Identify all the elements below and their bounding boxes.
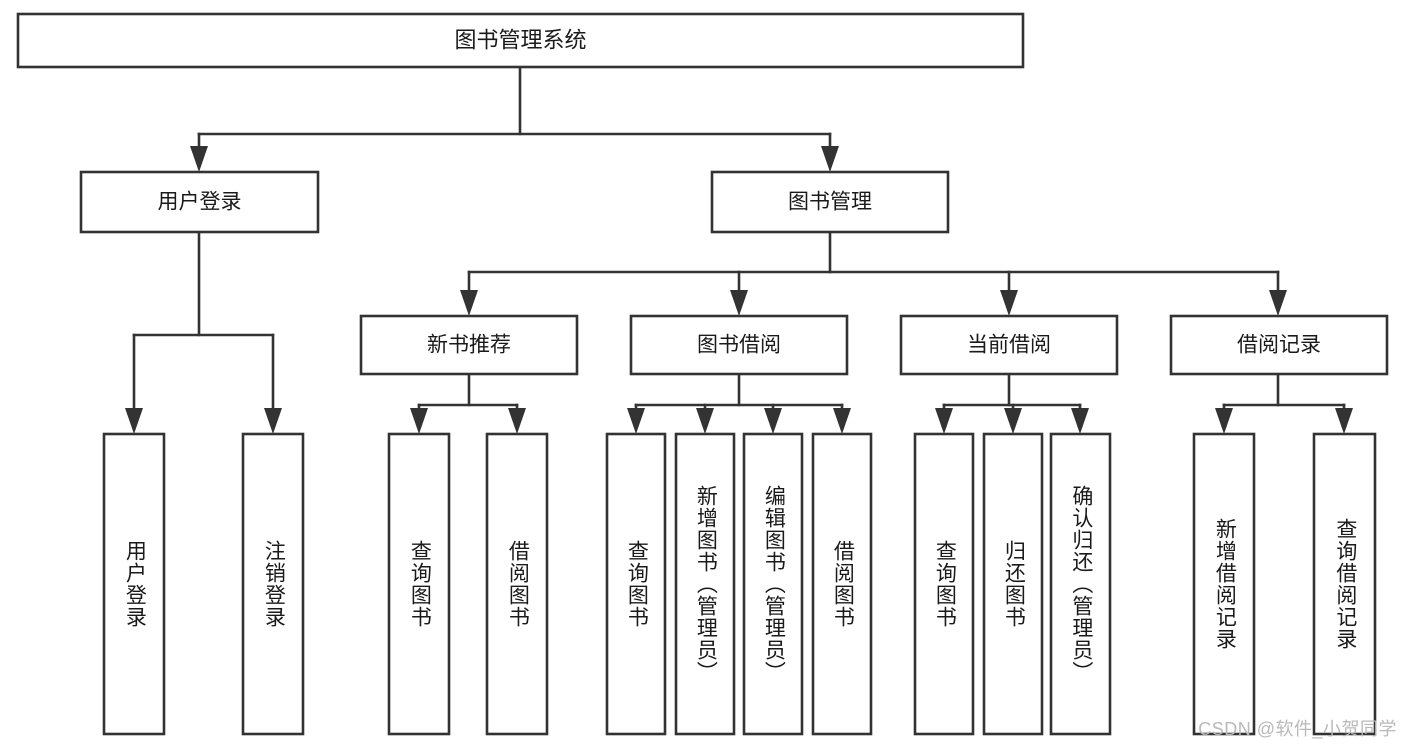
group-4-branch-2-arrow-icon: [1335, 408, 1353, 434]
group-1-branch-2-arrow-icon: [508, 408, 526, 434]
node-leaf-box-4[interactable]: [485, 432, 549, 736]
group-3-branch-3-arrow-icon: [1071, 408, 1089, 434]
manage-branch-1-arrow-icon: [460, 290, 478, 316]
node-level3-label-4: 借阅记录: [1237, 334, 1321, 357]
connector-layer: [125, 65, 1353, 434]
group-4-branch-1-arrow-icon: [1215, 408, 1233, 434]
node-root-label: 图书管理系统: [454, 27, 586, 52]
node-leaf-box-8[interactable]: [811, 432, 873, 736]
node-leaf-box-13[interactable]: [1312, 432, 1377, 736]
node-leaf-box-10[interactable]: [982, 432, 1044, 736]
group-2-branch-1-arrow-icon: [627, 408, 645, 434]
node-leaf-box-1[interactable]: [102, 432, 166, 736]
node-leaf-box-5[interactable]: [605, 432, 667, 736]
node-level3-label-1: 新书推荐: [427, 334, 511, 357]
group-3-branch-2-arrow-icon: [1004, 408, 1022, 434]
manage-branch-3-arrow-icon: [1000, 290, 1018, 316]
manage-branch-4-arrow-icon: [1269, 290, 1287, 316]
root-branch-2-arrow-icon: [821, 146, 839, 172]
node-level3-box-2[interactable]: [629, 314, 849, 376]
node-level3-box-4[interactable]: [1169, 314, 1389, 376]
node-root-box[interactable]: [16, 12, 1025, 69]
node-level3-box-3[interactable]: [899, 314, 1119, 376]
login-branch-1-arrow-icon: [125, 408, 143, 434]
watermark-text: CSDN @软件_小贺同学: [1198, 719, 1397, 739]
node-leaf-box-7[interactable]: [742, 432, 804, 736]
node-level3-label-2: 图书借阅: [697, 334, 781, 357]
node-leaf-box-11[interactable]: [1049, 432, 1112, 736]
node-leaf-box-3[interactable]: [387, 432, 451, 736]
group-1-branch-1-arrow-icon: [410, 408, 428, 434]
node-level2-box-1[interactable]: [79, 170, 320, 234]
manage-branch-2-arrow-icon: [730, 290, 748, 316]
node-leaf-box-2[interactable]: [241, 432, 305, 736]
group-2-branch-2-arrow-icon: [696, 408, 714, 434]
node-level2-box-2[interactable]: [710, 170, 950, 234]
root-branch-1-arrow-icon: [190, 146, 208, 172]
login-branch-2-arrow-icon: [264, 408, 282, 434]
node-leaf-box-6[interactable]: [674, 432, 736, 736]
node-leaf-box-12[interactable]: [1192, 432, 1256, 736]
group-2-branch-3-arrow-icon: [764, 408, 782, 434]
group-2-branch-4-arrow-icon: [833, 408, 851, 434]
node-leaf-box-9[interactable]: [913, 432, 975, 736]
node-level2-label-2: 图书管理: [788, 191, 872, 214]
node-level3-label-3: 当前借阅: [967, 334, 1051, 357]
node-level2-label-1: 用户登录: [158, 191, 242, 214]
group-3-branch-1-arrow-icon: [935, 408, 953, 434]
node-level3-box-1[interactable]: [359, 314, 579, 376]
